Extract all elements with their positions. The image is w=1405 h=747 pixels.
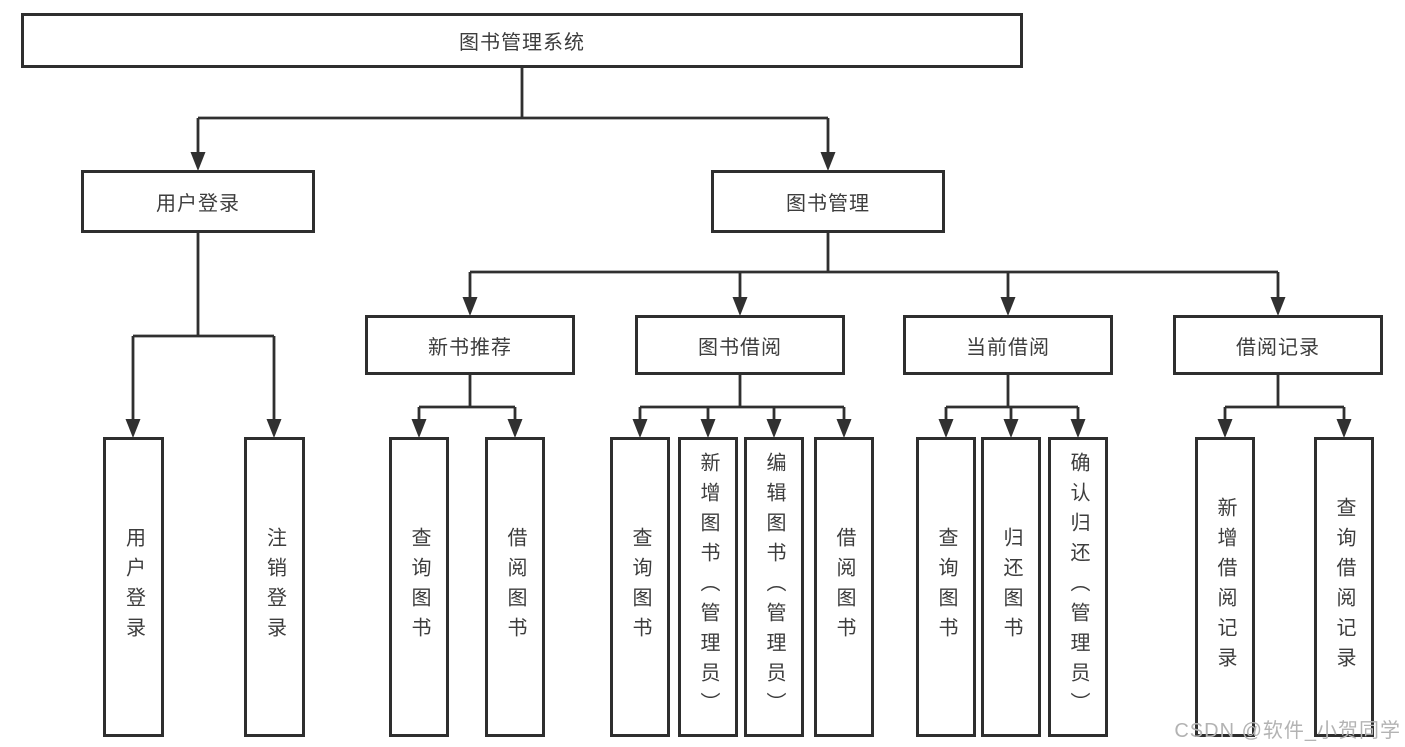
node-new-book-recommend-label: 新书推荐	[428, 336, 512, 359]
node-new-book-recommend: 新书推荐	[365, 315, 575, 375]
watermark: CSDN @软件_小贺同学	[1174, 720, 1401, 742]
leaf-add-borrow-record: 新增借阅记录	[1195, 437, 1255, 737]
leaf-logout: 注销登录	[244, 437, 305, 737]
leaf-query-books-recommend-label: 查询图书	[408, 527, 430, 647]
node-book-borrow-label: 图书借阅	[698, 336, 782, 359]
leaf-borrow-books: 借阅图书	[814, 437, 874, 737]
leaf-return-books-label: 归还图书	[1000, 527, 1022, 647]
leaf-edit-books-admin: 编辑图书（管理员）	[744, 437, 804, 737]
leaf-query-borrow-record-label: 查询借阅记录	[1333, 497, 1355, 677]
node-current-borrow-label: 当前借阅	[966, 336, 1050, 359]
leaf-add-books-admin: 新增图书（管理员）	[678, 437, 738, 737]
leaf-query-books-borrow: 查询图书	[610, 437, 670, 737]
leaf-query-books-recommend: 查询图书	[389, 437, 449, 737]
node-book-borrow: 图书借阅	[635, 315, 845, 375]
node-root-label: 图书管理系统	[459, 32, 585, 54]
leaf-user-login: 用户登录	[103, 437, 164, 737]
node-book-management-label: 图书管理	[786, 193, 870, 215]
leaf-query-borrow-record: 查询借阅记录	[1314, 437, 1374, 737]
node-user-login-group: 用户登录	[81, 170, 315, 233]
leaf-logout-label: 注销登录	[263, 527, 286, 647]
leaf-query-books-current: 查询图书	[916, 437, 976, 737]
node-root: 图书管理系统	[21, 13, 1023, 68]
leaf-add-books-admin-label: 新增图书（管理员）	[697, 452, 719, 722]
leaf-query-books-borrow-label: 查询图书	[629, 527, 651, 647]
node-book-management: 图书管理	[711, 170, 945, 233]
leaf-query-books-current-label: 查询图书	[935, 527, 957, 647]
leaf-add-borrow-record-label: 新增借阅记录	[1214, 497, 1236, 677]
leaf-borrow-books-recommend-label: 借阅图书	[504, 527, 526, 647]
leaf-confirm-return-admin: 确认归还（管理员）	[1048, 437, 1108, 737]
leaf-confirm-return-admin-label: 确认归还（管理员）	[1067, 452, 1089, 722]
node-current-borrow: 当前借阅	[903, 315, 1113, 375]
node-borrow-records-label: 借阅记录	[1236, 336, 1320, 359]
leaf-return-books: 归还图书	[981, 437, 1041, 737]
leaf-edit-books-admin-label: 编辑图书（管理员）	[763, 452, 785, 722]
leaf-borrow-books-label: 借阅图书	[833, 527, 855, 647]
node-borrow-records: 借阅记录	[1173, 315, 1383, 375]
node-user-login-group-label: 用户登录	[156, 193, 240, 215]
leaf-user-login-label: 用户登录	[122, 527, 145, 647]
leaf-borrow-books-recommend: 借阅图书	[485, 437, 545, 737]
